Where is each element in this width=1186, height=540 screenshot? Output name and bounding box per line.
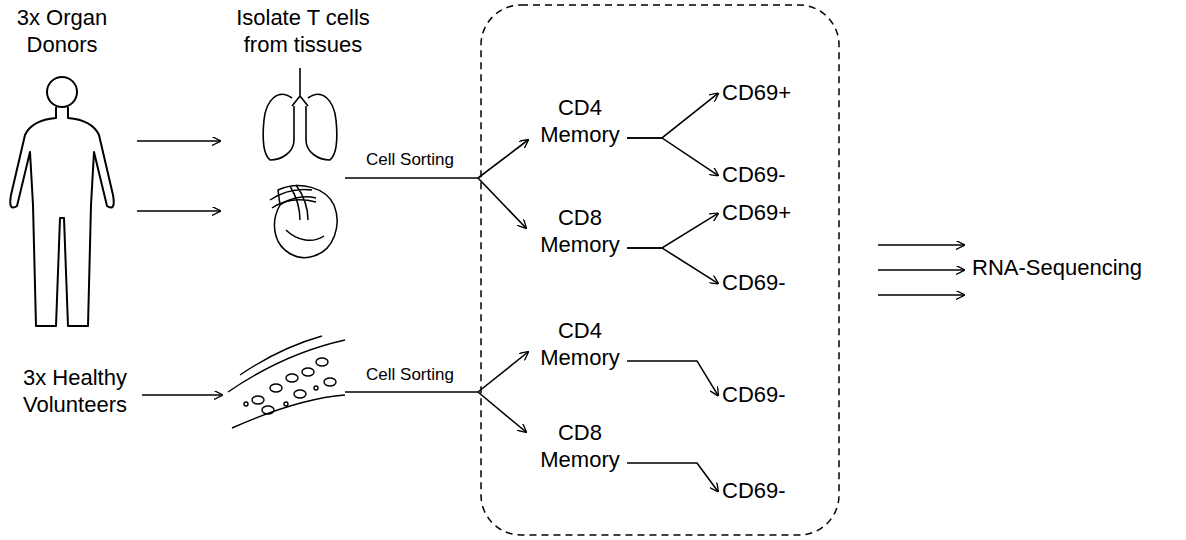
node-text: CD69+ <box>722 80 791 107</box>
lung-icon <box>263 68 337 160</box>
donor-arrows <box>137 141 222 395</box>
text-node: CD69- <box>722 478 786 505</box>
connector <box>627 138 718 175</box>
node-text: CD69- <box>722 162 786 189</box>
triple-arrows <box>878 245 964 295</box>
text-node: RNA-Sequencing <box>972 255 1142 282</box>
node-text: RNA-Sequencing <box>972 255 1142 282</box>
connector <box>627 213 718 248</box>
text-node: CD69+ <box>722 80 791 107</box>
text-node: CD4 Memory <box>535 95 625 149</box>
blood-vessel-icon <box>228 336 345 428</box>
text-node: CD69- <box>722 162 786 189</box>
sorting-lines <box>345 140 528 432</box>
label-text: Cell Sorting <box>350 365 470 385</box>
text-node: CD4 Memory <box>535 318 625 372</box>
node-text: CD69- <box>722 382 786 409</box>
text-node: CD69- <box>722 270 786 297</box>
connector <box>627 361 718 395</box>
node-text: CD8 Memory <box>535 420 625 474</box>
text-node: CD8 Memory <box>535 420 625 474</box>
connector <box>627 93 718 138</box>
label-text: Cell Sorting <box>350 150 470 170</box>
dashed-group <box>481 5 839 535</box>
organ-icon <box>270 185 337 258</box>
node-text: CD69+ <box>722 200 791 227</box>
node-text: CD69- <box>722 270 786 297</box>
connector <box>627 463 718 491</box>
label-text: 3x Healthy Volunteers <box>8 365 142 419</box>
label-text: 3x Organ Donors <box>2 5 122 59</box>
node-text: CD4 Memory <box>535 95 625 149</box>
node-text: CD4 Memory <box>535 318 625 372</box>
label-text: Isolate T cells from tissues <box>218 5 388 59</box>
text-node: CD69+ <box>722 200 791 227</box>
connector <box>627 248 718 283</box>
human-figure <box>10 77 114 326</box>
node-text: CD69- <box>722 478 786 505</box>
node-text: CD8 Memory <box>535 205 625 259</box>
text-node: CD8 Memory <box>535 205 625 259</box>
text-node: CD69- <box>722 382 786 409</box>
